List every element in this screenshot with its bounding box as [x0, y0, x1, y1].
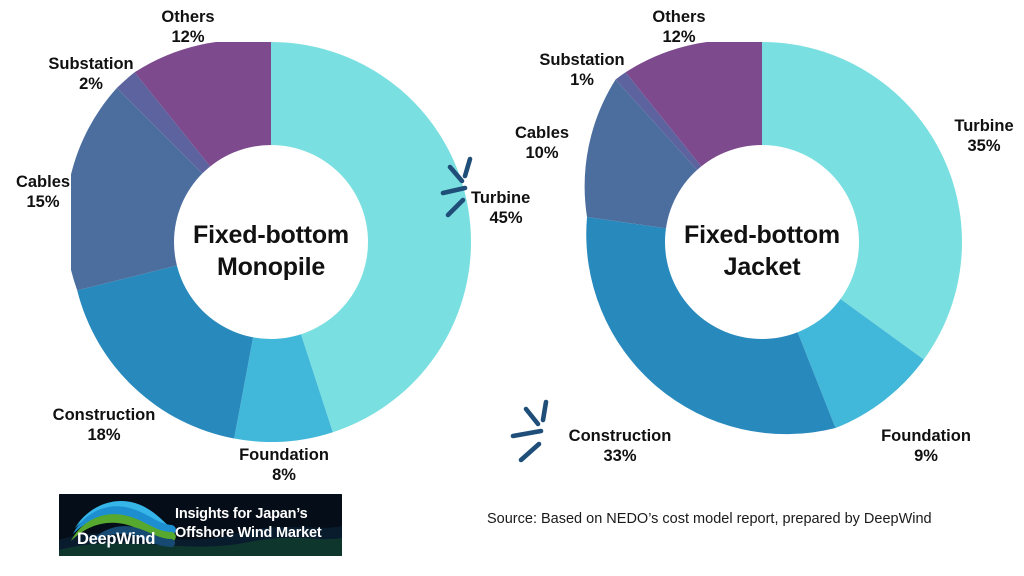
logo-tagline-line2: Offshore Wind Market: [175, 525, 322, 542]
logo-tagline-line1: Insights for Japan’s: [175, 506, 308, 522]
sparkle-ray: [540, 399, 549, 423]
label-pct: 12%: [662, 27, 696, 46]
sparkle-ray: [440, 185, 468, 196]
label-jacket-cables: Cables 10%: [497, 124, 587, 164]
label-pct: 35%: [967, 136, 1001, 155]
logo-tagline: Insights for Japan’s Offshore Wind Marke…: [175, 505, 322, 543]
label-name: Substation: [539, 51, 625, 69]
label-monopile-substation: Substation 2%: [36, 55, 146, 95]
label-pct: 10%: [525, 143, 559, 162]
label-monopile-foundation: Foundation 8%: [224, 446, 344, 486]
label-name: Construction: [568, 427, 672, 445]
sparkle-highlight-turbine: [440, 156, 473, 218]
logo-bg-wave-green: [59, 537, 342, 556]
donut-chart-monopile: [71, 42, 471, 442]
label-pct: 8%: [272, 465, 296, 484]
label-monopile-cables: Cables 15%: [0, 173, 88, 213]
sparkle-ray: [510, 428, 544, 439]
logo-wave-navy: [89, 526, 176, 547]
label-name: Cables: [514, 124, 570, 142]
source-note: Source: Based on NEDO’s cost model repor…: [487, 511, 932, 527]
label-pct: 2%: [79, 74, 103, 93]
label-monopile-turbine: Turbine 45%: [471, 189, 561, 229]
label-monopile-construction: Construction 18%: [44, 406, 164, 446]
logo-wave-graphic: [59, 494, 342, 556]
sparkle-highlight-construction: [510, 399, 549, 463]
label-jacket-foundation: Foundation 9%: [866, 427, 986, 467]
donut-chart-jacket: [584, 42, 962, 435]
label-name: Turbine: [954, 117, 1014, 135]
label-pct: 1%: [570, 70, 594, 89]
chart-fixed-bottom-monopile: Fixed-bottom Monopile: [71, 42, 471, 442]
label-pct: 12%: [171, 27, 205, 46]
slice-turbine[interactable]: [271, 42, 471, 433]
sparkle-ray: [518, 441, 542, 463]
label-jacket-construction: Construction 33%: [560, 427, 680, 467]
logo-wave-blue: [73, 506, 176, 535]
donut-hole: [174, 145, 368, 339]
slice-foundation[interactable]: [234, 242, 333, 442]
label-jacket-substation: Substation 1%: [527, 51, 637, 91]
label-pct: 33%: [603, 446, 637, 465]
slice-turbine[interactable]: [762, 42, 962, 360]
label-pct: 9%: [914, 446, 938, 465]
label-pct: 45%: [489, 208, 523, 227]
label-name: Turbine: [471, 189, 531, 207]
chart-fixed-bottom-jacket: Fixed-bottom Jacket: [562, 42, 962, 442]
label-name: Substation: [48, 55, 134, 73]
sparkle-ray: [462, 156, 473, 179]
sparkle-ray: [445, 197, 466, 218]
donut-hole: [665, 145, 859, 339]
label-name: Others: [161, 8, 215, 26]
logo-wordmark: DeepWind: [77, 530, 156, 548]
label-jacket-others: Others 12%: [634, 8, 724, 48]
label-pct: 15%: [26, 192, 60, 211]
label-name: Foundation: [881, 427, 971, 445]
sparkle-ray: [447, 164, 465, 184]
logo-wave-cyan: [75, 500, 172, 529]
label-name: Others: [652, 8, 706, 26]
sparkle-ray: [523, 406, 541, 427]
label-monopile-others: Others 12%: [143, 8, 233, 48]
label-name: Cables: [15, 173, 71, 191]
label-jacket-turbine: Turbine 35%: [942, 117, 1024, 157]
label-pct: 18%: [87, 425, 121, 444]
deepwind-logo[interactable]: DeepWind Insights for Japan’s Offshore W…: [59, 494, 342, 556]
label-name: Foundation: [239, 446, 329, 464]
label-name: Construction: [52, 406, 156, 424]
